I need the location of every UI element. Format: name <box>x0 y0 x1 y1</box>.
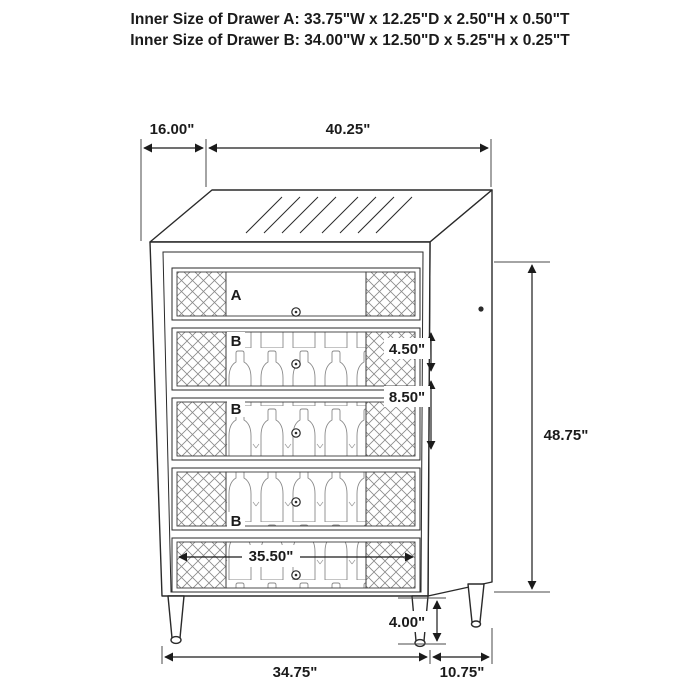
dim-leg-height: 4.00" <box>389 614 425 631</box>
dim-base-side-depth: 10.75" <box>440 664 485 681</box>
drawer-b3-label-bg <box>227 512 245 529</box>
drawer-b4-right-lattice <box>365 541 416 589</box>
drawer-a <box>171 267 421 321</box>
drawer-a-label: A <box>231 287 242 304</box>
front-left-leg <box>167 595 185 645</box>
dim-inner-width-label-bg <box>242 545 300 567</box>
drawer-b-row-1 <box>171 327 421 391</box>
dim-leg-label-bg <box>384 611 430 632</box>
dim-base-front-width: 34.75" <box>273 664 318 681</box>
drawer-b-row-3 <box>171 467 421 531</box>
drawer-b3-left-lattice <box>176 471 227 527</box>
front-face-inner-frame <box>162 251 424 593</box>
drawer-b2-left-lattice <box>176 401 227 457</box>
dim-inner-width-group: 35.50" <box>178 545 414 567</box>
dim-top-group: 16.00" 40.25" <box>140 121 492 241</box>
top-grain-lines <box>245 196 413 234</box>
dim-height-label-bg <box>535 424 597 446</box>
dim-top-width: 40.25" <box>326 121 371 138</box>
drawer-a-right-lattice <box>365 271 416 317</box>
chest-side-face <box>427 189 493 597</box>
dim-top-depth: 16.00" <box>150 121 195 138</box>
dim-drawer-heights-group: 4.50" 8.50" <box>384 332 436 450</box>
drawer-a-left-lattice <box>176 271 227 317</box>
dim-inner-width: 35.50" <box>249 548 294 565</box>
chest-body <box>149 189 493 597</box>
drawer-b-row-2 <box>171 397 421 461</box>
drawer-b-label-2: B <box>231 401 242 418</box>
dim-drawer-height-a: 4.50" <box>389 341 425 358</box>
side-knob-icon <box>478 306 484 312</box>
drawer-b-label-1: B <box>231 333 242 350</box>
drawer-b2-right-lattice <box>365 401 416 457</box>
drawer-b-label-3: B <box>231 513 242 530</box>
dim-drawer-height-b: 8.50" <box>389 389 425 406</box>
drawer-b2-label-bg <box>227 400 245 417</box>
title-line-2: Inner Size of Drawer B: 34.00"W x 12.50"… <box>130 32 570 49</box>
drawer-b1-left-lattice <box>176 331 227 387</box>
back-right-leg <box>467 583 485 628</box>
dim-leg-height-group: 4.00" <box>384 597 446 645</box>
drawer-b1-center-panel <box>225 331 367 387</box>
dim-height-group: 48.75" <box>494 261 597 593</box>
drawer-b3-right-lattice <box>365 471 416 527</box>
knob-center-icon <box>294 362 298 366</box>
title-line-1: Inner Size of Drawer A: 33.75"W x 12.25"… <box>131 11 570 28</box>
drawer-a-label-bg <box>227 286 245 303</box>
dim-base-group: 34.75" 10.75" <box>161 628 493 681</box>
dim-overall-height: 48.75" <box>544 427 589 444</box>
knob-center-icon <box>294 500 298 504</box>
drawer-letter-labels: A B B B <box>227 286 245 530</box>
drawer-b4-left-lattice <box>176 541 227 589</box>
drawer-b1-label-bg <box>227 332 245 349</box>
knob-center-icon <box>294 431 298 435</box>
knob-center-icon <box>294 310 298 314</box>
knob-center-icon <box>294 573 298 577</box>
dim-450-label-bg <box>384 338 430 359</box>
dim-850-label-bg <box>384 386 430 407</box>
